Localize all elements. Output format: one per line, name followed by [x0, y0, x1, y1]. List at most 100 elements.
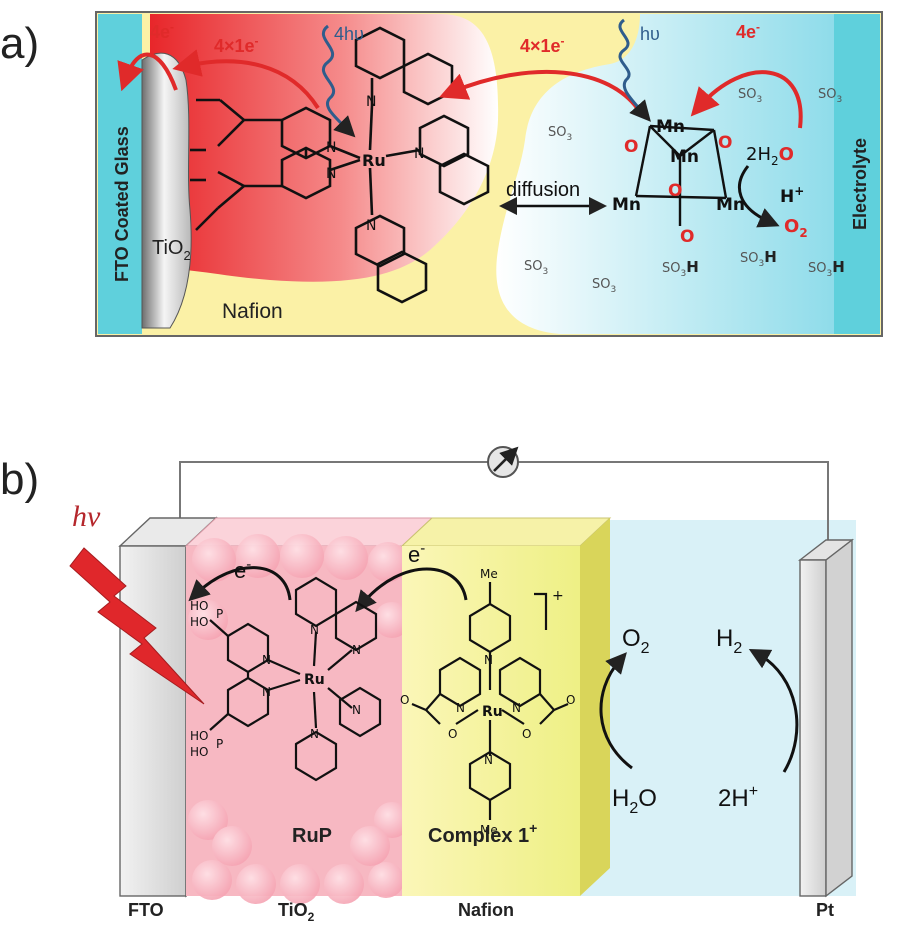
so3-5: SO3: [592, 277, 616, 295]
so3-groups: SO3 SO3 SO3 SO3 SO3 SO3H SO3H SO3H: [524, 87, 845, 295]
o-atoms: O O O O: [624, 133, 732, 247]
electron-label-right: e-: [408, 540, 425, 567]
oxidation-arrow-b: [599, 652, 633, 770]
fto-label: FTO Coated Glass: [112, 126, 132, 282]
n-atom-c3: N: [456, 701, 465, 715]
n-atom-c1: N: [484, 653, 493, 667]
mn-1: Mn: [656, 117, 685, 137]
p-atom-2: P: [216, 737, 223, 751]
o2-a: O2: [784, 216, 808, 240]
lightning-bolt-icon: [69, 547, 205, 705]
p-atom-1: P: [216, 607, 223, 621]
pt-electrode-front: [799, 559, 827, 897]
photon-wave-hv: [618, 18, 651, 122]
n-atom-c2: N: [484, 753, 493, 767]
catalyst-region: [496, 14, 834, 334]
mn-3: Mn: [612, 195, 641, 215]
mn-4: Mn: [716, 195, 745, 215]
ru-atom-c: Ru: [482, 704, 503, 720]
n-atom-a4: N: [366, 218, 376, 234]
pt-label-b: Pt: [816, 900, 834, 920]
ammeter-needle: [493, 446, 519, 472]
o2-label-b: O2: [622, 625, 650, 657]
label-4x1e-left: 4×1e-: [214, 34, 259, 56]
h-plus-a: H+: [780, 184, 804, 207]
ru-bpy-complex: [190, 26, 490, 304]
so3-4: SO3: [524, 259, 548, 277]
external-circuit: [179, 461, 488, 540]
n-atom-b2: N: [262, 685, 271, 699]
mn-2: Mn: [670, 147, 699, 167]
h2o-label-b: H2O: [612, 785, 657, 817]
ho-2: HO: [190, 615, 208, 629]
ho-4: HO: [190, 745, 208, 759]
ru-atom-b: Ru: [304, 672, 325, 688]
electron-arrow-right: [355, 567, 468, 613]
n-atom-b1: N: [262, 653, 271, 667]
reduction-arrow-b: [748, 648, 799, 773]
label-4x1e-right: 4×1e-: [520, 34, 565, 56]
complex-label: Complex 1+: [428, 820, 537, 847]
o-2: O: [718, 133, 732, 153]
n-atom-a2: N: [326, 166, 336, 182]
nafion-label-b: Nafion: [458, 900, 514, 920]
water-a: 2H2O: [746, 144, 794, 168]
so3h-2: SO3H: [740, 248, 777, 269]
ru-atom-a: Ru: [362, 151, 386, 170]
o-atom-c1: O: [448, 727, 457, 741]
complex-1-structure: [411, 582, 569, 820]
electron-label-left: e-: [234, 556, 251, 583]
photon-wave-4hv: [321, 24, 356, 138]
panel-b-label: b): [0, 455, 39, 504]
nafion-block-side: [580, 518, 610, 896]
pt-electrode-side: [825, 538, 853, 898]
so3h-3: SO3H: [808, 258, 845, 279]
so3-2: SO3: [818, 87, 842, 105]
label-4e-right: 4e-: [736, 20, 760, 42]
ho-1: HO: [190, 599, 208, 613]
nafion-label-a: Nafion: [222, 300, 283, 323]
tio2-label-b: TiO2: [278, 900, 315, 924]
water-oxidation-arrow-a: [738, 165, 780, 228]
arrow-4e-left: [117, 52, 178, 92]
electron-arrow-left: [188, 566, 292, 602]
n-atom-c4: N: [512, 701, 521, 715]
electrolyte-strip: [834, 14, 880, 334]
two-h-plus-label-b: 2H+: [718, 783, 758, 812]
nafion-block-top: [400, 517, 612, 547]
o-3: O: [668, 181, 682, 201]
n-atom-a5: N: [414, 146, 424, 162]
o-atom-c4: O: [566, 693, 575, 707]
ho-3: HO: [190, 729, 208, 743]
n-atom-a1: N: [326, 140, 336, 156]
o-4: O: [680, 227, 694, 247]
label-hv: hυ: [640, 24, 660, 44]
arrow-4e-right: [690, 70, 803, 129]
panel-b: b): [0, 446, 856, 924]
h2-label-b: H2: [716, 625, 742, 657]
tio2-label: TiO2: [152, 237, 191, 263]
rup-label: RuP: [292, 825, 332, 847]
so3-3: SO3: [548, 125, 572, 143]
o-atom-c2: O: [522, 727, 531, 741]
mn4o4-cubane: [634, 124, 728, 226]
o-atom-c3: O: [400, 693, 409, 707]
external-circuit-right: [518, 461, 829, 548]
n-atom-b6: N: [352, 703, 361, 717]
mn-atoms: Mn Mn Mn Mn: [612, 117, 745, 215]
complex-1-atoms: Me Me Ru N N N N O O O O +: [400, 567, 575, 837]
tio2-layer: [141, 52, 192, 329]
fto-glass-front: [119, 545, 187, 897]
me-top: Me: [480, 567, 498, 581]
hv-label-b: hv: [72, 500, 101, 533]
arrow-4x1e-right: [439, 69, 642, 114]
rup-structure: [209, 576, 382, 782]
so3h-1: SO3H: [662, 258, 699, 279]
me-bottom: Me: [480, 823, 498, 837]
so3-1: SO3: [738, 87, 762, 105]
n-atom-b5: N: [352, 643, 361, 657]
panel-a-label: a): [0, 19, 39, 68]
diffusion-label: diffusion: [506, 179, 580, 201]
label-4e-left: 4e-: [150, 20, 174, 42]
